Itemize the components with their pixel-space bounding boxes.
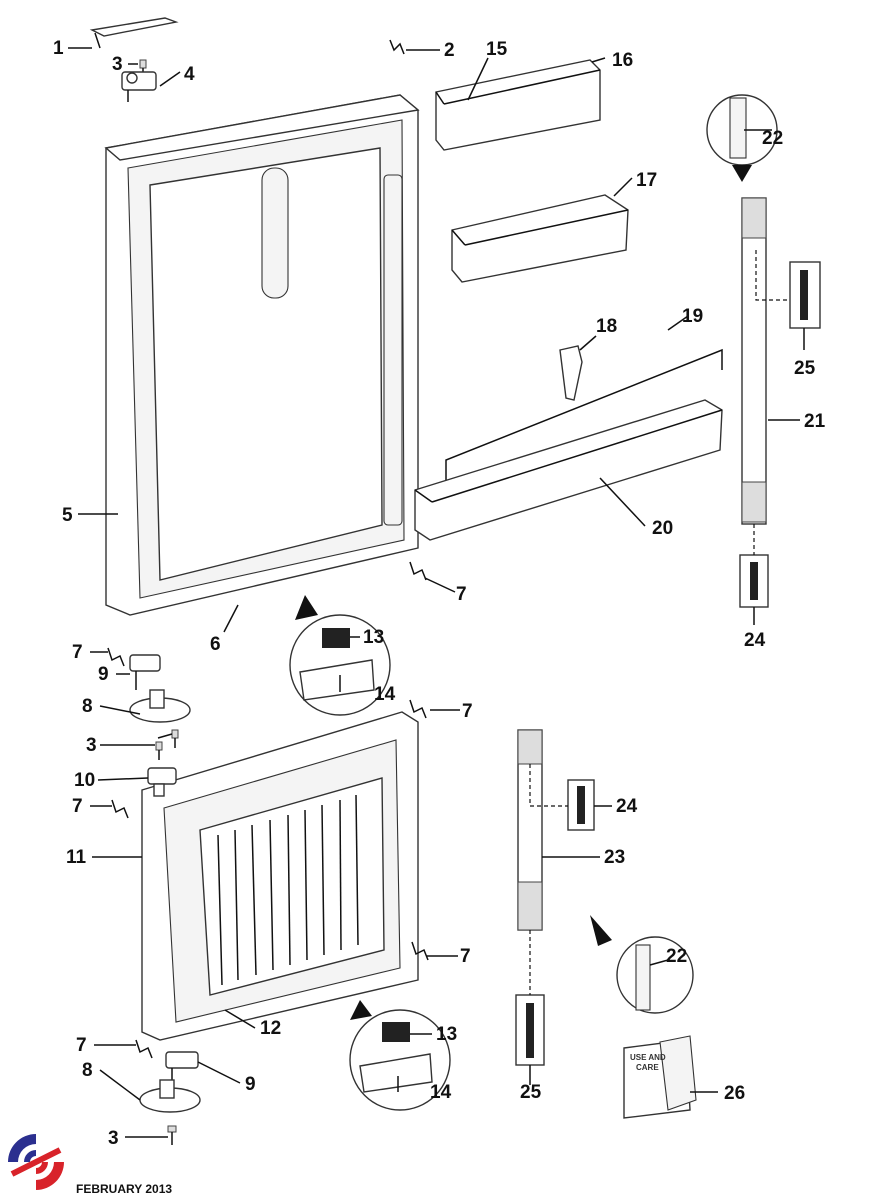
part-hinge-10: [147, 767, 177, 797]
callout-22a: 22: [762, 128, 783, 149]
part-clip-7c: [409, 699, 427, 719]
callout-7d: 7: [72, 796, 83, 817]
part-bar-clip: [559, 345, 583, 401]
callout-16: 16: [612, 50, 633, 71]
callout-12: 12: [260, 1018, 281, 1039]
part-clip-top: [389, 39, 405, 55]
part-door-bin-large: [414, 399, 723, 541]
callout-3c: 3: [108, 1128, 119, 1149]
callout-2: 2: [444, 40, 455, 61]
callout-13b: 13: [436, 1024, 457, 1045]
footer-date: FEBRUARY 2013: [76, 1182, 173, 1196]
callout-7c: 7: [462, 701, 473, 722]
callout-7b: 7: [456, 584, 467, 605]
callout-14a: 14: [374, 684, 396, 705]
part-freezer-handle: [517, 729, 694, 1014]
callout-22b: 22: [666, 946, 687, 967]
callout-21: 21: [804, 411, 826, 432]
part-freezer-door: [141, 711, 419, 1041]
part-clip-7d: [111, 799, 129, 819]
callout-4: 4: [184, 64, 195, 85]
manual-text-line-2: CARE: [636, 1063, 659, 1072]
callout-14b: 14: [430, 1082, 452, 1103]
callout-25b: 25: [520, 1082, 542, 1103]
callout-15: 15: [486, 39, 508, 60]
part-bin-rail: [445, 348, 723, 480]
part-door-stop-inset-top: [289, 595, 391, 716]
part-screw-3b: [171, 729, 179, 748]
part-hinge-pin-9b: [165, 1051, 199, 1080]
part-clip-7a: [107, 647, 125, 667]
callout-7f: 7: [76, 1035, 87, 1056]
callout-20: 20: [652, 518, 673, 539]
callout-26: 26: [724, 1083, 745, 1104]
callout-25a: 25: [794, 358, 816, 379]
brand-logo: [8, 1134, 64, 1190]
manual-text-line-1: USE AND: [630, 1053, 666, 1062]
callout-24a: 24: [744, 630, 766, 651]
part-hinge-pin-9a: [129, 654, 161, 690]
part-top-hinge: [121, 71, 157, 102]
callout-7a: 7: [72, 642, 83, 663]
callout-5: 5: [62, 505, 73, 526]
callout-3: 3: [112, 54, 123, 75]
part-clip-7b: [409, 561, 427, 581]
callout-13a: 13: [363, 627, 384, 648]
part-fridge-door: [104, 94, 420, 616]
callout-17: 17: [636, 170, 657, 191]
callout-24b: 24: [616, 796, 638, 817]
part-door-bin-small: [435, 59, 601, 151]
callout-1: 1: [53, 38, 64, 59]
part-fridge-handle: [706, 94, 778, 525]
callout-23: 23: [604, 847, 625, 868]
part-screw-3d: [167, 1125, 177, 1145]
callout-9a: 9: [98, 664, 109, 685]
callout-7e: 7: [460, 946, 471, 967]
leader-lines: [68, 47, 805, 1138]
callout-18: 18: [596, 316, 617, 337]
callout-10: 10: [74, 770, 95, 791]
part-hinge-8b: [139, 1079, 201, 1113]
callout-6: 6: [210, 634, 221, 655]
callout-labels: 1 2 3 4 5 6 7 7 7 7 7 7 8 8 9 9 3 3 10 1…: [53, 38, 826, 1149]
part-clip-7e: [411, 941, 429, 961]
callout-9b: 9: [245, 1074, 256, 1095]
part-door-stop-inset-bottom: [349, 1000, 451, 1111]
part-hinge-cover: [89, 17, 179, 49]
part-user-manual: USE AND CARE: [623, 1035, 697, 1119]
callout-11: 11: [66, 847, 87, 868]
part-door-bin-medium: [451, 194, 629, 283]
part-hinge-8a: [129, 689, 191, 723]
callout-19: 19: [682, 306, 703, 327]
part-screw-3c: [155, 741, 163, 760]
callout-8b: 8: [82, 1060, 93, 1081]
callout-3b: 3: [86, 735, 97, 756]
callout-8a: 8: [82, 696, 93, 717]
part-clip-7f: [135, 1039, 153, 1059]
